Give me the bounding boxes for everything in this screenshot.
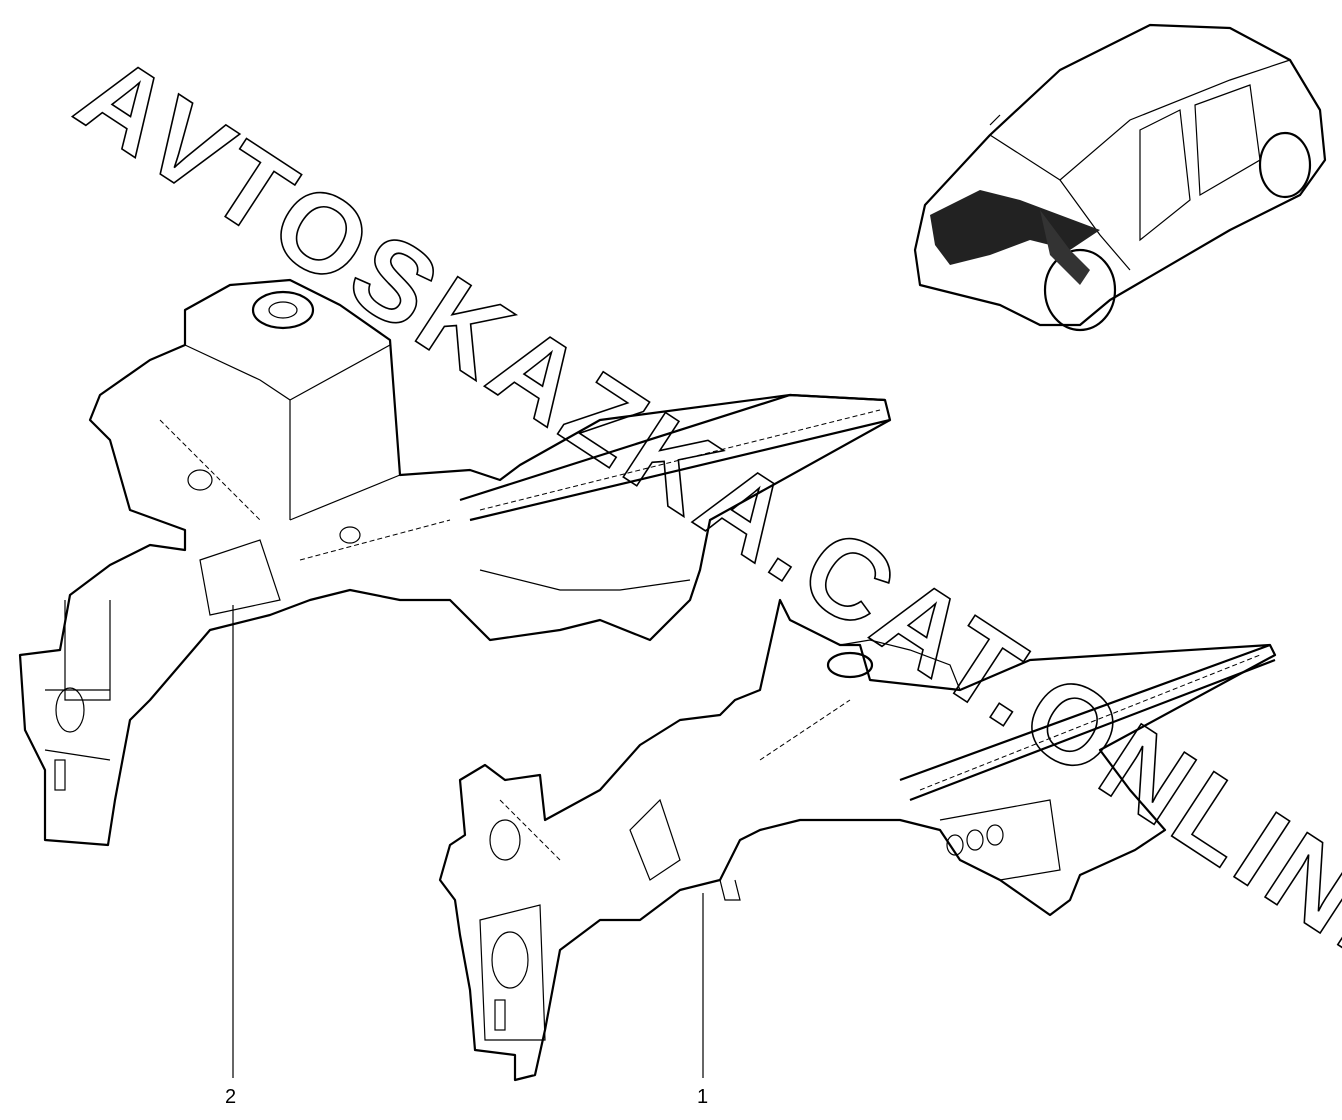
assembly-2-drawing: [18, 278, 892, 847]
car-locator-illustration: [913, 23, 1327, 332]
callout-number-2: 2: [225, 1086, 236, 1108]
callout-1: 1: [697, 893, 708, 1108]
callout-2: 2: [225, 605, 236, 1108]
watermark-text: AVTOSKAZKA.CAT.ONLINE: [57, 30, 1342, 1004]
assembly-1-drawing: [438, 598, 1277, 1082]
callout-number-1: 1: [697, 1086, 708, 1108]
watermark: AVTOSKAZKA.CAT.ONLINE: [56, 30, 1342, 1006]
